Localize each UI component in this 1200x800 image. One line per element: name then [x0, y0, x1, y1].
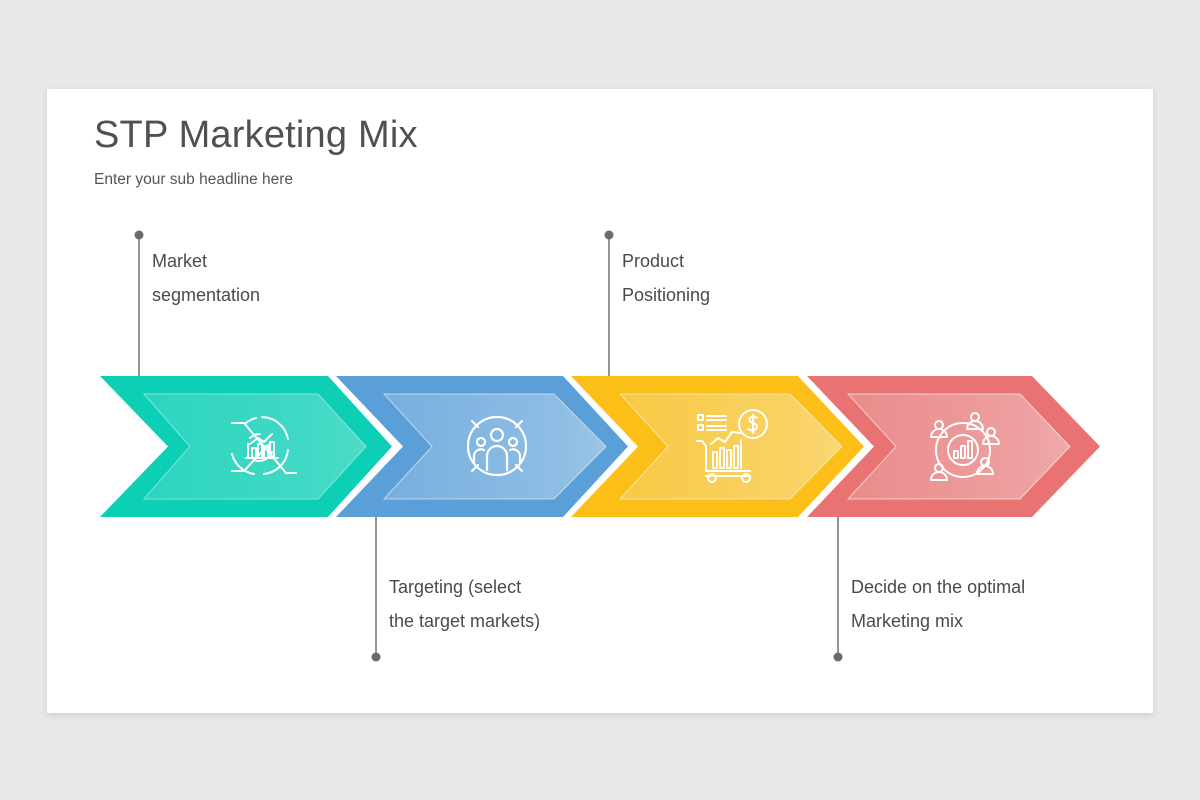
group-target-icon — [466, 415, 528, 477]
callout-line: Market — [152, 251, 208, 271]
callout-targeting: Targeting (select the target markets) — [389, 570, 540, 638]
callout-line: the target markets) — [389, 611, 541, 631]
step-targeting — [336, 376, 628, 517]
chevron-inner-panel-positioning — [618, 393, 843, 500]
chevron-inner-panel-segmentation — [142, 393, 367, 500]
callout-line: Targeting (select — [389, 577, 522, 597]
connector-marketing-mix — [833, 517, 843, 662]
callout-line: Product — [622, 251, 685, 271]
callout-line: Decide on the optimal — [851, 577, 1026, 597]
step-marketing-mix — [807, 376, 1100, 517]
network-chart-icon — [930, 412, 1000, 481]
step-positioning — [571, 376, 864, 517]
slide-subtitle: Enter your sub headline here — [94, 171, 294, 188]
callout-line: Marketing mix — [851, 611, 964, 631]
step-segmentation — [100, 376, 392, 517]
cart-dollar-icon — [696, 409, 768, 483]
callout-line: Positioning — [622, 285, 711, 305]
slide-title: STP Marketing Mix — [94, 114, 418, 156]
callout-segmentation: Market segmentation — [152, 244, 260, 312]
callout-line: segmentation — [152, 285, 261, 305]
connector-positioning — [604, 230, 614, 376]
connector-targeting — [371, 517, 381, 662]
connector-segmentation — [134, 230, 144, 376]
callout-positioning: Product Positioning — [622, 244, 710, 312]
chevron-inner-panel-marketing-mix — [846, 393, 1071, 500]
chart-target-icon — [231, 416, 297, 475]
callout-marketing-mix: Decide on the optimal Marketing mix — [851, 570, 1025, 638]
